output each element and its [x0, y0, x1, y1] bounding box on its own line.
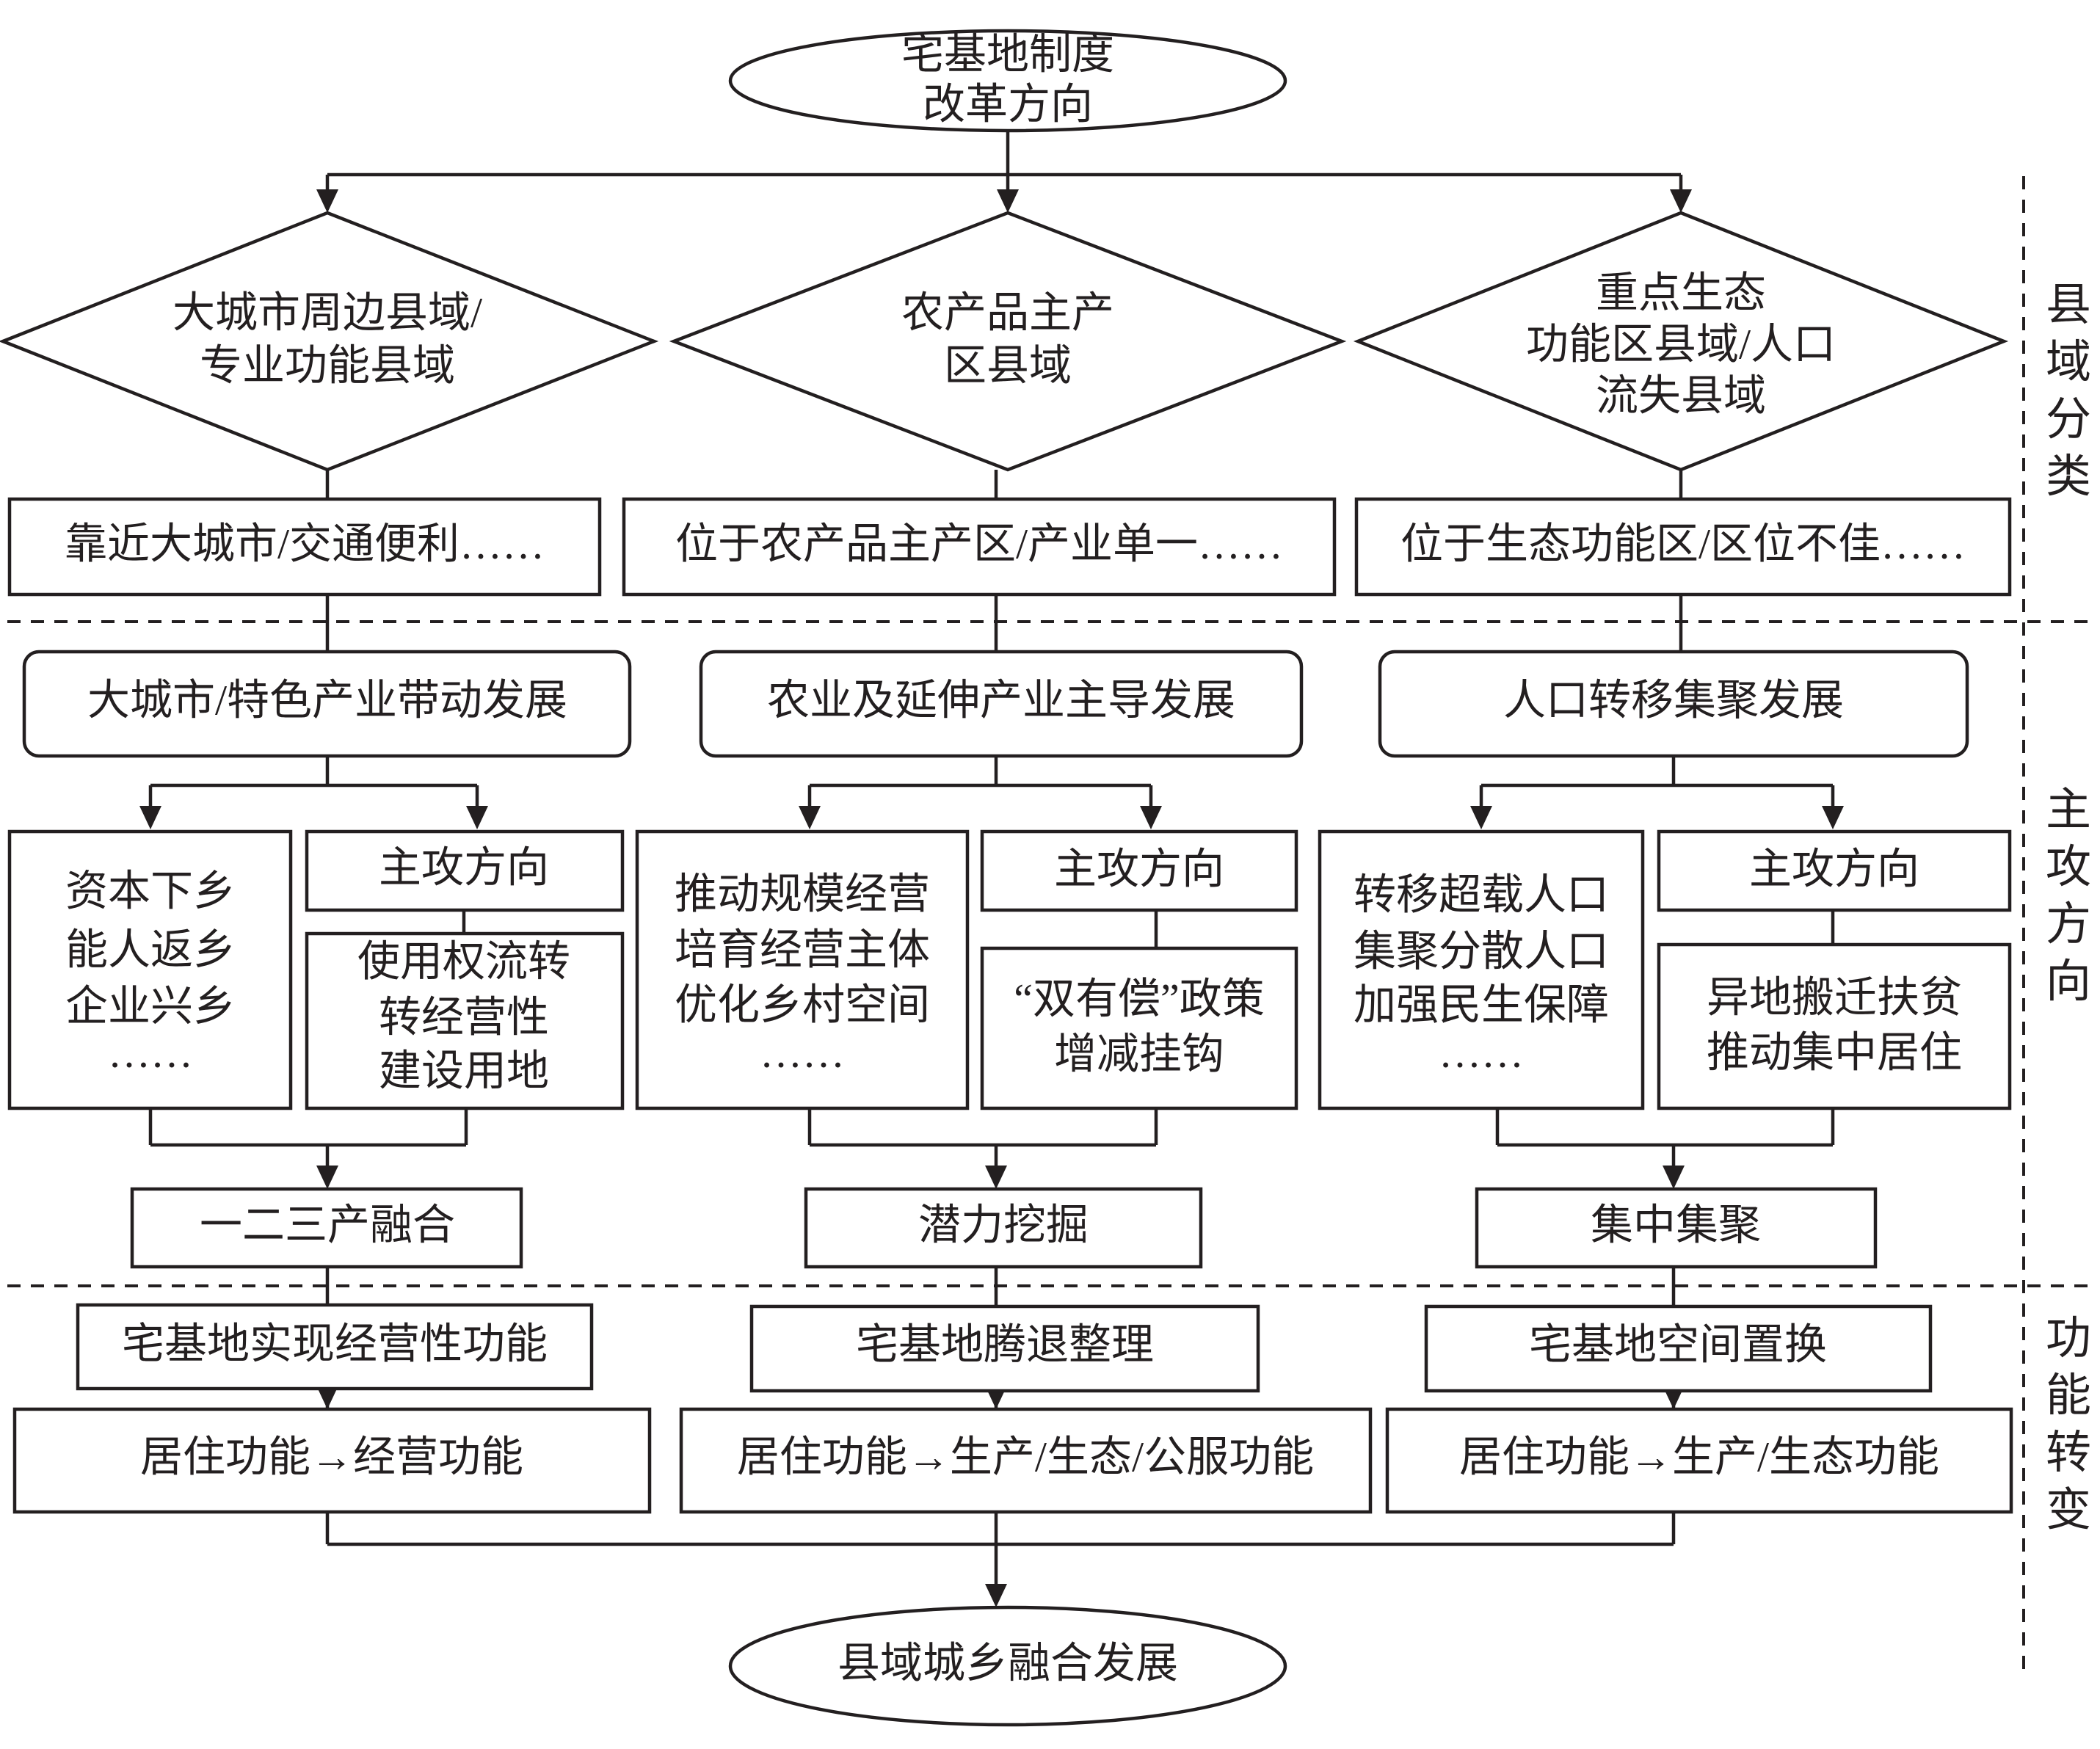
focus-item: “双有偿”政策: [1014, 975, 1265, 1022]
county-type-diamond: 农产品主产 区县域: [669, 211, 1347, 472]
side-label-function: 功 能 转 变: [2046, 1314, 2091, 1535]
start-node: 宅基地制度 改革方向: [728, 29, 1287, 133]
feature-label: 位于农产品主产区/产业单一……: [675, 520, 1283, 567]
measure-item: 优化乡村空间: [675, 981, 930, 1028]
transform-box: 居住功能→生产/生态/公服功能: [679, 1407, 1373, 1514]
measures-box: 转移超载人口 集聚分散人口 加强民生保障 ……: [1318, 829, 1645, 1110]
side-label-direction: 主 攻 方 向: [2046, 785, 2091, 1007]
side-char: 主: [2046, 785, 2091, 835]
measure-item: ……: [108, 1028, 193, 1076]
focus-item: 异地搬迁扶贫: [1707, 973, 1962, 1021]
measure-item: 培育经营主体: [675, 926, 930, 973]
feature-label: 位于生态功能区/区位不佳……: [1400, 520, 1966, 567]
measure-item: 能人返乡: [65, 926, 236, 973]
focus-item: 增减挂钩: [1054, 1030, 1224, 1077]
start-label-line: 宅基地制度: [901, 30, 1114, 78]
county-feature-box: 靠近大城市/交通便利……: [7, 497, 602, 597]
outcome-label: 潜力挖掘: [918, 1201, 1089, 1248]
focus-title: 主攻方向: [1749, 845, 1919, 892]
focus-box: 使用权流转 转经营性 建设用地: [305, 931, 625, 1110]
outcome-box: 集中集聚: [1475, 1187, 1878, 1269]
focus-title: 主攻方向: [1054, 845, 1224, 892]
feature-label: 靠近大城市/交通便利……: [65, 520, 545, 567]
diamond-label-line: 区县域: [944, 341, 1072, 389]
diamond-label-line: 功能区县域/人口: [1526, 320, 1836, 368]
column-1: 大城市周边县域/ 专业功能县域 靠近大城市/交通便利…… 大城市/特色产业带动发…: [0, 211, 659, 1514]
outcome-label: 一二三产融合: [200, 1201, 455, 1248]
outcome-box: 一二三产融合: [130, 1187, 523, 1269]
development-label: 大城市/特色产业带动发展: [87, 676, 567, 724]
diamond-label-line: 大城市周边县域/: [172, 288, 483, 336]
side-char: 转: [2046, 1428, 2091, 1478]
focus-box: “双有偿”政策 增减挂钩: [980, 946, 1298, 1110]
homestead-box: 宅基地空间置换: [1424, 1304, 1933, 1393]
outcome-label: 集中集聚: [1591, 1201, 1761, 1248]
development-label: 人口转移集聚发展: [1503, 676, 1844, 724]
homestead-label: 宅基地实现经营性功能: [122, 1320, 548, 1367]
outcome-box: 潜力挖掘: [804, 1187, 1203, 1269]
side-label-county: 县 域 分 类: [2046, 280, 2091, 502]
measure-item: 集聚分散人口: [1354, 927, 1609, 975]
focus-item: 转经营性: [379, 993, 549, 1041]
transform-label: 居住功能→生产/生态/公服功能: [737, 1433, 1314, 1480]
measures-box: 资本下乡 能人返乡 企业兴乡 ……: [7, 829, 293, 1110]
focus-title-box: 主攻方向: [1657, 829, 2012, 912]
side-char: 类: [2046, 452, 2091, 502]
end-label: 县域城乡融合发展: [838, 1639, 1178, 1687]
focus-item: 使用权流转: [357, 937, 570, 985]
homestead-box: 宅基地腾退整理: [749, 1304, 1260, 1393]
measure-item: 加强民生保障: [1354, 981, 1609, 1028]
development-box: 人口转移集聚发展: [1378, 650, 1969, 758]
side-char: 功: [2046, 1314, 2091, 1364]
measure-item: 转移超载人口: [1354, 870, 1609, 918]
side-char: 能: [2046, 1371, 2091, 1421]
side-char: 变: [2046, 1486, 2091, 1535]
side-char: 方: [2046, 900, 2091, 950]
connectors: [148, 131, 1835, 1584]
side-char: 攻: [2046, 843, 2091, 892]
county-feature-box: 位于农产品主产区/产业单一……: [622, 497, 1337, 597]
side-char: 县: [2046, 280, 2091, 330]
county-feature-box: 位于生态功能区/区位不佳……: [1354, 497, 2012, 597]
homestead-box: 宅基地实现经营性功能: [76, 1303, 594, 1391]
focus-title-box: 主攻方向: [980, 829, 1298, 912]
homestead-label: 宅基地腾退整理: [856, 1320, 1154, 1368]
focus-title: 主攻方向: [379, 843, 549, 891]
measure-item: ……: [760, 1028, 845, 1076]
development-box: 农业及延伸产业主导发展: [699, 650, 1304, 758]
focus-item: 推动集中居住: [1707, 1028, 1962, 1076]
focus-title-box: 主攻方向: [305, 829, 625, 912]
diamond-label-line: 专业功能县域: [200, 341, 455, 389]
side-char: 向: [2046, 957, 2091, 1007]
diamond-label-line: 流失县域: [1596, 371, 1766, 419]
transform-label: 居住功能→生产/生态功能: [1459, 1433, 1939, 1480]
transform-box: 居住功能→生产/生态功能: [1385, 1407, 2013, 1514]
county-type-diamond: 重点生态 功能区县域/人口 流失县域: [1353, 211, 2009, 472]
measure-item: 推动规模经营: [675, 870, 930, 917]
transform-label: 居住功能→经营功能: [140, 1433, 523, 1480]
development-box: 大城市/特色产业带动发展: [22, 650, 632, 758]
development-label: 农业及延伸产业主导发展: [767, 676, 1235, 724]
measure-item: 资本下乡: [65, 867, 236, 915]
diamond-label-line: 农产品主产: [901, 288, 1114, 336]
side-char: 域: [2046, 338, 2091, 388]
county-type-diamond: 大城市周边县域/ 专业功能县域: [0, 211, 659, 472]
transform-box: 居住功能→经营功能: [12, 1407, 652, 1514]
focus-box: 异地搬迁扶贫 推动集中居住: [1657, 942, 2012, 1110]
side-char: 分: [2046, 395, 2091, 445]
measure-item: ……: [1439, 1028, 1524, 1076]
column-2: 农产品主产 区县域 位于农产品主产区/产业单一…… 农业及延伸产业主导发展 推动…: [622, 211, 1373, 1514]
start-label-line: 改革方向: [923, 80, 1093, 128]
column-3: 重点生态 功能区县域/人口 流失县域 位于生态功能区/区位不佳…… 人口转移集聚…: [1318, 211, 2013, 1514]
measures-box: 推动规模经营 培育经营主体 优化乡村空间 ……: [635, 829, 970, 1110]
measure-item: 企业兴乡: [65, 982, 236, 1030]
diamond-label-line: 重点生态: [1596, 269, 1766, 316]
end-node: 县域城乡融合发展: [728, 1605, 1287, 1727]
focus-item: 建设用地: [379, 1047, 549, 1094]
homestead-label: 宅基地空间置换: [1529, 1320, 1827, 1368]
